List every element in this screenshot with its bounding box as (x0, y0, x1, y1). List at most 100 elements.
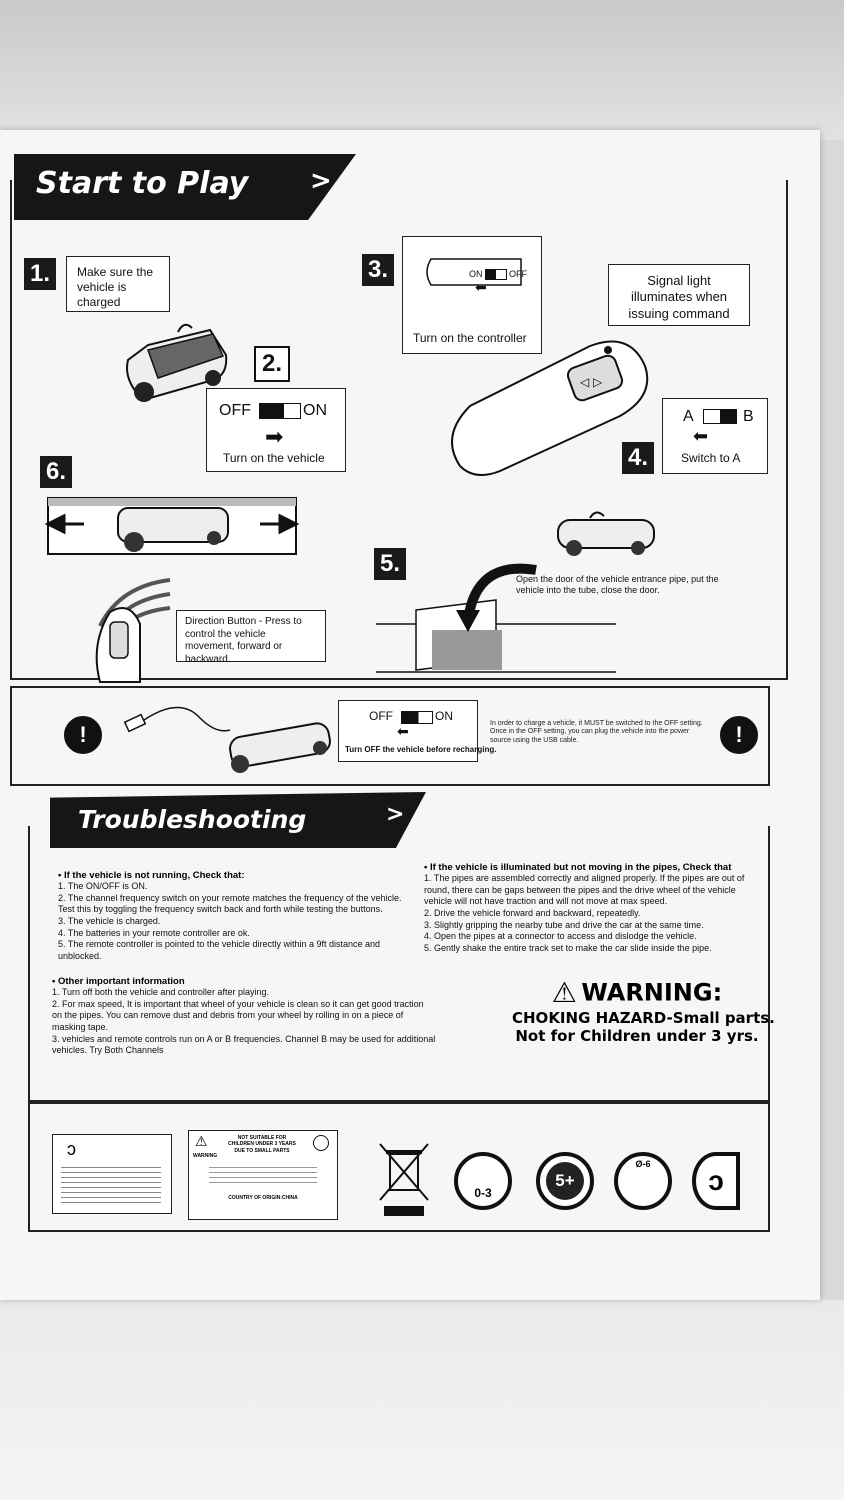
instruction-sheet: Start to Play > 1. Make sure the vehicle… (0, 130, 820, 1300)
signal-light-text: Signal light illuminates when issuing co… (628, 273, 730, 321)
svg-text:◁ ▷: ◁ ▷ (579, 375, 603, 389)
list-item: 3. vehicles and remote controls run on A… (52, 1033, 436, 1056)
vehicle-illustration (126, 323, 228, 402)
arrow-left-icon: ⬅ (475, 279, 487, 295)
age-warning-label-box: ⚠ NOT SUITABLE FOR CHILDREN UNDER 3 YEAR… (188, 1130, 338, 1220)
vehicle-switch-off-label: OFF (219, 402, 251, 419)
step-1-text: Make sure the vehicle is charged (77, 265, 154, 309)
no-under-3-icon: 0-3 (454, 1152, 512, 1210)
step-2-number: 2. (254, 346, 290, 382)
age-range-text: Ø-6 (635, 1159, 651, 1169)
remote-controller-illustration: ◁ ▷ (451, 340, 649, 476)
arrow-right-icon: ➡ (265, 424, 284, 449)
conformity-circle-icon: ↄ (692, 1152, 740, 1210)
step-6-number: 6. (40, 456, 72, 488)
direction-button-callout: Direction Button - Press to control the … (176, 610, 326, 665)
step-1-callout: Make sure the vehicle is charged (66, 256, 170, 312)
charging-note-frame (10, 686, 770, 786)
switch-b-label: B (743, 408, 754, 425)
arabic-text-placeholder (61, 1163, 161, 1203)
start-to-play-banner: Start to Play > (14, 154, 356, 220)
charging-info: In order to charge a vehicle, it MUST be… (490, 720, 703, 744)
list-item: 1. Turn off both the vehicle and control… (52, 987, 269, 997)
step-1-number: 1. (24, 258, 56, 290)
step-5-number: 5. (374, 548, 406, 580)
age-5-plus-icon: 5+ (536, 1152, 594, 1210)
start-section-frame (10, 180, 788, 680)
troubleshooting-banner: Troubleshooting > (50, 792, 426, 848)
frequency-switch-icon (703, 409, 737, 424)
not-running-section: • If the vehicle is not running, Check t… (58, 870, 408, 963)
charge-switch-off-label: OFF (369, 709, 393, 723)
vehicle-switch-on-label: ON (303, 402, 327, 419)
label-line-2: CHILDREN UNDER 3 YEARS (228, 1141, 296, 1148)
step-4-number: 4. (622, 442, 654, 474)
vehicle-switch-icon (259, 403, 301, 419)
signal-light-callout: Signal light illuminates when issuing co… (608, 264, 750, 326)
warning-triangle-icon: ⚠ (195, 1133, 208, 1149)
warning-line-2: Not for Children under 3 yrs. (515, 1027, 759, 1045)
step-2-text: Turn on the vehicle (223, 451, 325, 465)
step-6-text: Direction Button - Press to control the … (185, 616, 302, 665)
arrow-left-icon: ⬅ (693, 426, 709, 446)
no-small-children-icon (313, 1135, 329, 1151)
switch-a-label: A (683, 408, 694, 425)
illuminated-section: • If the vehicle is illuminated but not … (424, 862, 760, 955)
troubleshooting-title: Troubleshooting (78, 805, 307, 834)
not-running-heading: • If the vehicle is not running, Check t… (58, 870, 245, 881)
step-4-text: Switch to A (681, 451, 741, 465)
other-info-list: 1. Turn off both the vehicle and control… (52, 987, 436, 1057)
list-item: 2. Drive the vehicle forward and backwar… (424, 908, 641, 919)
footer-frame (28, 1102, 770, 1232)
exclamation-icon: ! (64, 716, 102, 754)
background-top (0, 0, 844, 140)
list-item: 4. Open the pipes at a connector to acce… (424, 931, 697, 942)
warning-title: WARNING: (581, 978, 723, 1007)
step-4-box: A B ⬅ Switch to A (662, 398, 768, 474)
illuminated-heading: • If the vehicle is illuminated but not … (424, 862, 732, 873)
conformity-label-box: ↄ (52, 1134, 172, 1214)
list-item: 2. The channel frequency switch on your … (58, 892, 402, 915)
vehicle-small-illustration (557, 511, 655, 556)
controller-switch-off-label: OFF (509, 269, 527, 279)
warning-line-1: CHOKING HAZARD-Small parts. (512, 1009, 775, 1027)
charge-switch-icon (401, 711, 433, 724)
step-3-number: 3. (362, 254, 394, 286)
list-item: 5. Gently shake the entire track set to … (424, 943, 712, 954)
step-2-box: OFF ON ➡ Turn on the vehicle (206, 388, 346, 472)
list-item: 1. The ON/OFF is ON. (58, 881, 148, 891)
direction-button-illustration (95, 607, 141, 683)
step-3-box: ON OFF ⬅ Turn on the controller (402, 236, 542, 354)
start-to-play-chevron: > (310, 166, 332, 196)
list-item: 5. The remote controller is pointed to t… (58, 939, 381, 962)
step-5-text: Open the door of the vehicle entrance pi… (516, 574, 719, 596)
charging-switch-box: OFF ON ⬅ Turn OFF the vehicle before rec… (338, 700, 496, 762)
conformity-mark-icon: ↄ (67, 1139, 76, 1159)
start-to-play-title: Start to Play (36, 166, 249, 201)
warning-triangle-icon: ⚠ (551, 977, 577, 1008)
controller-switch-on-label: ON (469, 269, 483, 279)
pipe-door-illustration (376, 563, 616, 673)
pipe-track-illustration (44, 497, 300, 555)
background-bottom (0, 1300, 844, 1500)
step-3-text: Turn on the controller (413, 331, 527, 345)
list-item: 1. The pipes are assembled correctly and… (424, 873, 745, 907)
label-line-3: DUE TO SMALL PARTS (234, 1147, 290, 1154)
list-item: 3. The vehicle is charged. (58, 916, 161, 927)
illuminated-list: 1. The pipes are assembled correctly and… (424, 873, 760, 955)
age-icon-text: 0-3 (474, 1186, 492, 1200)
charge-switch-on-label: ON (435, 709, 453, 723)
exclamation-icon: ! (720, 716, 758, 754)
arrow-left-icon: ⬅ (397, 723, 409, 739)
charging-label: Turn OFF the vehicle before recharging. (345, 745, 497, 754)
troubleshooting-frame (28, 826, 770, 1102)
other-info-section: • Other important information 1. Turn of… (52, 976, 436, 1057)
label-line-1: NOT SUITABLE FOR (237, 1135, 287, 1141)
not-running-list: 1. The ON/OFF is ON. 2. The channel freq… (58, 881, 408, 963)
label-arabic-placeholder (209, 1163, 317, 1187)
label-warning-word: WARNING (193, 1153, 218, 1159)
list-item: 3. Slightly gripping the nearby tube and… (424, 919, 704, 930)
troubleshooting-chevron: > (386, 802, 405, 827)
choking-warning: ⚠ WARNING: CHOKING HAZARD-Small parts. N… (512, 976, 775, 1045)
label-country: COUNTRY OF ORIGIN:CHINA (228, 1195, 298, 1201)
